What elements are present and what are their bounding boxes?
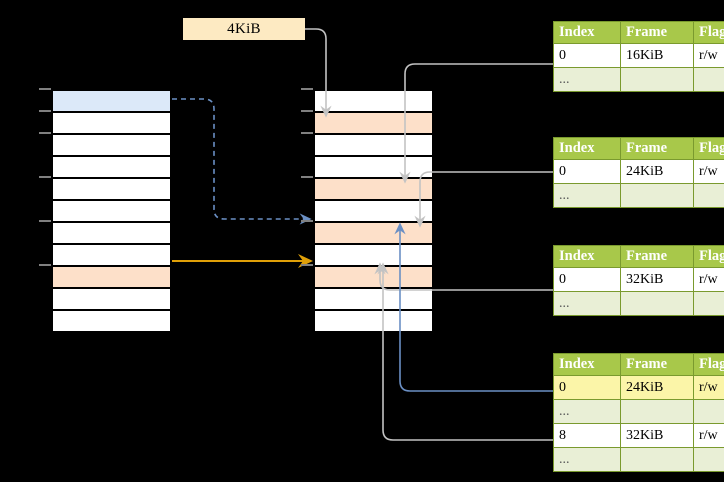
table-header-row: IndexFrameFlags — [553, 245, 724, 268]
table-cell — [693, 447, 724, 472]
row-tick — [301, 176, 313, 178]
column-header: Flags — [693, 353, 724, 376]
table-cell: r/w — [693, 267, 724, 292]
table-cell — [693, 67, 724, 92]
row-tick — [301, 220, 313, 222]
table-cell: r/w — [693, 43, 724, 68]
table-cell — [620, 291, 694, 316]
memory-cell — [52, 222, 171, 244]
column-header: Flags — [693, 245, 724, 268]
column-header: Frame — [620, 245, 694, 268]
table-cell: ... — [553, 291, 621, 316]
table-cell — [693, 183, 724, 208]
table-cell — [620, 67, 694, 92]
memory-cell — [314, 112, 433, 134]
memory-cell — [314, 134, 433, 156]
column-header: Frame — [620, 353, 694, 376]
table-cell: 32KiB — [620, 423, 694, 448]
memory-cell — [52, 90, 171, 112]
page-table-2: IndexFrameFlags024KiBr/w... — [553, 137, 724, 208]
table-row: ... — [553, 291, 724, 316]
table-cell: ... — [553, 447, 621, 472]
table-cell: r/w — [693, 375, 724, 400]
table-cell: r/w — [693, 159, 724, 184]
column-header: Index — [553, 245, 621, 268]
table-cell: 32KiB — [620, 267, 694, 292]
row-tick — [301, 132, 313, 134]
page-table-4: IndexFrameFlags024KiBr/w...832KiBr/w... — [553, 353, 724, 472]
wire-virtual-page-to-frame-dashed — [172, 98, 312, 225]
memory-cell — [52, 244, 171, 266]
wire-table2-to-frame — [414, 171, 553, 228]
memory-cell — [52, 134, 171, 156]
row-tick — [301, 88, 313, 90]
memory-cell — [52, 200, 171, 222]
column-header: Index — [553, 21, 621, 44]
memory-cell — [52, 178, 171, 200]
table-cell: 24KiB — [620, 375, 694, 400]
row-tick — [39, 220, 51, 222]
memory-cell — [52, 288, 171, 310]
table-cell: 0 — [553, 43, 621, 68]
memory-cell — [314, 310, 433, 332]
table-cell: ... — [553, 399, 621, 424]
table-cell: ... — [553, 183, 621, 208]
memory-cell — [314, 266, 433, 288]
column-header: Flags — [693, 21, 724, 44]
memory-cell — [314, 200, 433, 222]
memory-cell — [52, 266, 171, 288]
table-header-row: IndexFrameFlags — [553, 21, 724, 44]
column-header: Index — [553, 137, 621, 160]
table-cell: 24KiB — [620, 159, 694, 184]
column-header: Frame — [620, 21, 694, 44]
table-header-row: IndexFrameFlags — [553, 353, 724, 376]
physical-memory-column — [313, 89, 434, 332]
table-cell: ... — [553, 67, 621, 92]
column-header: Frame — [620, 137, 694, 160]
row-tick — [39, 110, 51, 112]
page-table-3: IndexFrameFlags032KiBr/w... — [553, 245, 724, 316]
table-cell — [693, 399, 724, 424]
page-table-1: IndexFrameFlags016KiBr/w... — [553, 21, 724, 92]
row-tick — [39, 264, 51, 266]
table-cell: 0 — [553, 267, 621, 292]
table-row: ... — [553, 447, 724, 472]
table-cell: r/w — [693, 423, 724, 448]
memory-cell — [52, 310, 171, 332]
table-row: ... — [553, 399, 724, 424]
memory-cell — [314, 90, 433, 112]
memory-cell — [314, 178, 433, 200]
table-cell: 0 — [553, 375, 621, 400]
row-tick — [39, 176, 51, 178]
memory-cell — [314, 288, 433, 310]
table-cell: 8 — [553, 423, 621, 448]
table-cell: 0 — [553, 159, 621, 184]
table-cell — [693, 291, 724, 316]
column-header: Flags — [693, 137, 724, 160]
table-row: ... — [553, 183, 724, 208]
memory-cell — [314, 222, 433, 244]
memory-cell — [52, 112, 171, 134]
table-cell — [620, 183, 694, 208]
table-cell — [620, 399, 694, 424]
memory-cell — [52, 156, 171, 178]
table-cell — [620, 447, 694, 472]
row-tick — [39, 88, 51, 90]
row-tick — [39, 132, 51, 134]
virtual-address-space-column — [51, 89, 172, 332]
table-row: ... — [553, 67, 724, 92]
row-tick — [301, 264, 313, 266]
row-tick — [301, 110, 313, 112]
memory-cell — [314, 244, 433, 266]
column-header: Index — [553, 353, 621, 376]
table-header-row: IndexFrameFlags — [553, 137, 724, 160]
memory-cell — [314, 156, 433, 178]
page-size-label: 4KiB — [183, 18, 305, 40]
table-cell: 16KiB — [620, 43, 694, 68]
